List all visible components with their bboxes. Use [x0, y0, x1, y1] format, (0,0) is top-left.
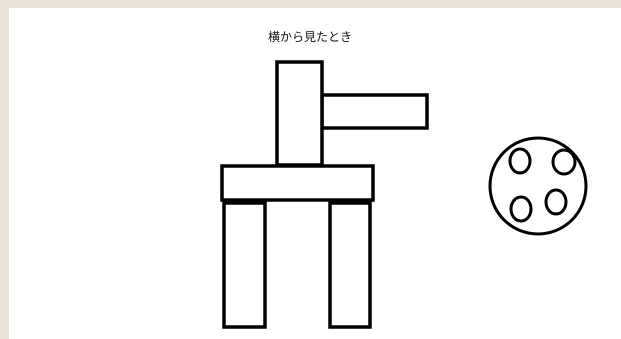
arm-bar — [320, 93, 429, 130]
hole-top-right — [551, 148, 577, 176]
hole-bottom-left — [509, 195, 533, 223]
left-leg-joint — [224, 199, 265, 204]
left-leg — [222, 201, 267, 329]
hole-top-left — [508, 147, 532, 175]
right-leg — [328, 201, 372, 329]
right-leg-joint — [330, 199, 370, 204]
vertical-post — [275, 60, 324, 167]
hole-bottom-right — [544, 188, 568, 216]
diagram-caption: 横から見たとき — [268, 30, 353, 44]
horizontal-board — [220, 164, 375, 202]
